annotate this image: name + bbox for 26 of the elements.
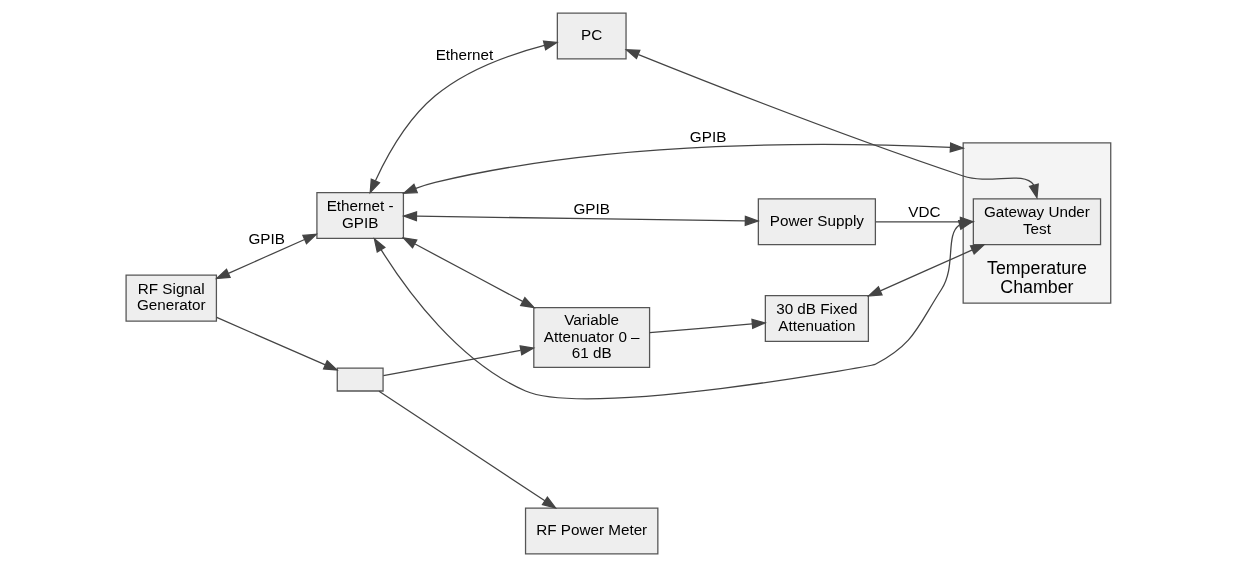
arrow [373,219,974,400]
node-box: Gateway Under Test [972,198,1102,246]
node-box: RF Power Meter [524,507,659,555]
arrow [369,40,559,195]
arrow [401,236,536,309]
arrow [401,210,760,227]
node-box: Variable Attenuator 0 – 61 dB [533,307,651,369]
arrow [216,316,339,371]
node-box: 30 dB Fixed Attenuation [764,294,870,342]
arrow [382,345,536,377]
arrow [866,244,986,297]
node-box [336,367,384,392]
edge-label: GPIB [689,128,727,146]
edge-label: VDC [908,203,941,221]
arrow [624,48,1039,200]
arrow [214,233,319,280]
edge-label: GPIB [573,199,610,217]
arrow [378,390,558,509]
node-box: RF Signal Generator [125,274,218,322]
arrow [402,142,966,194]
arrow [649,318,767,334]
node-box: Power Supply [757,198,877,246]
edge-label: GPIB [248,230,285,248]
node-box: Ethernet - GPIB [316,191,405,239]
edge-label: Ethernet [435,45,494,63]
node-box: PC [556,12,627,60]
